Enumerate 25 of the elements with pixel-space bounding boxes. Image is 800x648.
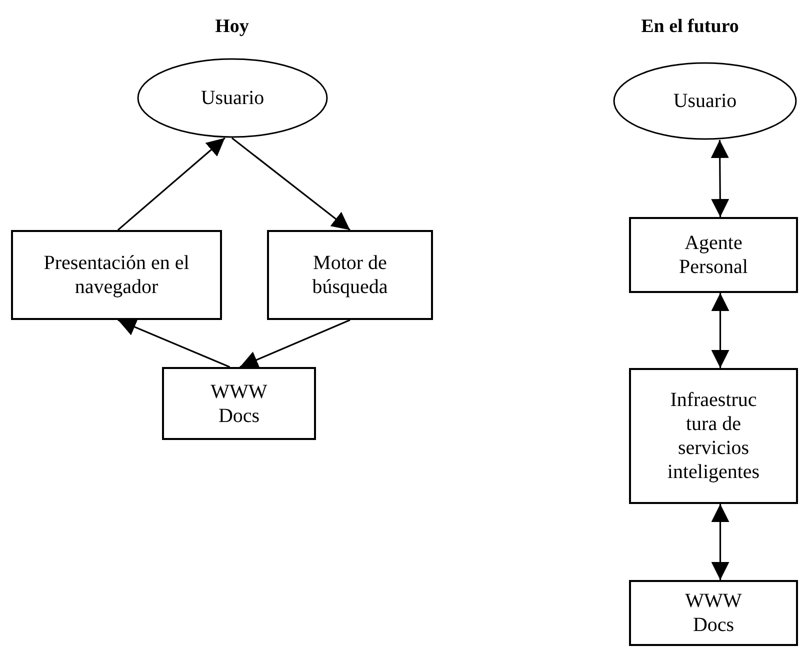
user-ellipse [613, 62, 797, 140]
node-text: Agente Personal [678, 231, 749, 279]
process-box [629, 580, 798, 646]
node-text: WWW Docs [210, 380, 268, 428]
process-box [267, 230, 433, 320]
arrow [117, 137, 226, 231]
process-box [11, 230, 222, 320]
node-text: WWW Docs [684, 589, 743, 637]
arrow [240, 319, 350, 368]
process-box [162, 367, 316, 440]
arrow [711, 504, 730, 580]
process-box [629, 368, 798, 504]
node-text: Usuario [673, 89, 737, 113]
arrow [231, 137, 350, 231]
arrow [710, 140, 730, 217]
column-heading: Hoy [215, 16, 249, 38]
node-text: Motor de búsqueda [311, 251, 389, 299]
process-box [629, 217, 798, 293]
node-text: Infraestruc tura de servicios inteligentes [666, 388, 761, 484]
column-heading: En el futuro [641, 16, 739, 38]
user-ellipse [137, 58, 328, 138]
node-text: Presentación en el navegador [42, 251, 190, 299]
node-text: Usuario [200, 86, 264, 110]
arrow [118, 318, 230, 368]
arrow [711, 293, 730, 368]
